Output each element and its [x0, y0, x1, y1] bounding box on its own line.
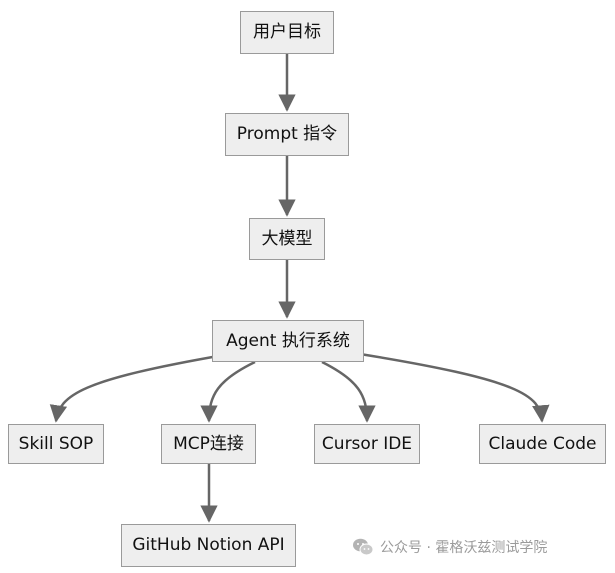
- node-cursor-ide: Cursor IDE: [314, 424, 420, 464]
- node-mcp-label: MCP连接: [173, 433, 244, 454]
- node-skill-sop-label: Skill SOP: [18, 433, 94, 454]
- node-github-notion-api: GitHub Notion API: [121, 524, 296, 567]
- node-github-notion-api-label: GitHub Notion API: [132, 535, 285, 555]
- node-claude-code-label: Claude Code: [488, 433, 597, 454]
- node-user-goal-label: 用户目标: [253, 22, 321, 42]
- wechat-icon: [353, 538, 374, 556]
- edge-agent-to-mcp: [200, 360, 256, 423]
- node-cursor-ide-label: Cursor IDE: [321, 433, 413, 454]
- node-claude-code: Claude Code: [479, 424, 606, 464]
- node-user-goal: 用户目标: [240, 11, 334, 54]
- node-mcp: MCP连接: [161, 424, 256, 464]
- watermark: 公众号 · 霍格沃兹测试学院: [352, 537, 547, 557]
- edge-agent-to-skill: [49, 353, 225, 423]
- edge-agent-to-cursor: [321, 360, 376, 423]
- watermark-text: 公众号 · 霍格沃兹测试学院: [380, 540, 548, 556]
- node-agent: Agent 执行系统: [212, 320, 364, 362]
- node-skill-sop: Skill SOP: [8, 424, 104, 464]
- node-prompt-label: Prompt 指令: [236, 124, 338, 144]
- node-agent-label: Agent 执行系统: [226, 330, 350, 351]
- node-llm-label: 大模型: [261, 228, 313, 249]
- node-llm: 大模型: [249, 218, 325, 260]
- edge-agent-to-claude: [359, 352, 550, 423]
- node-prompt: Prompt 指令: [225, 113, 349, 156]
